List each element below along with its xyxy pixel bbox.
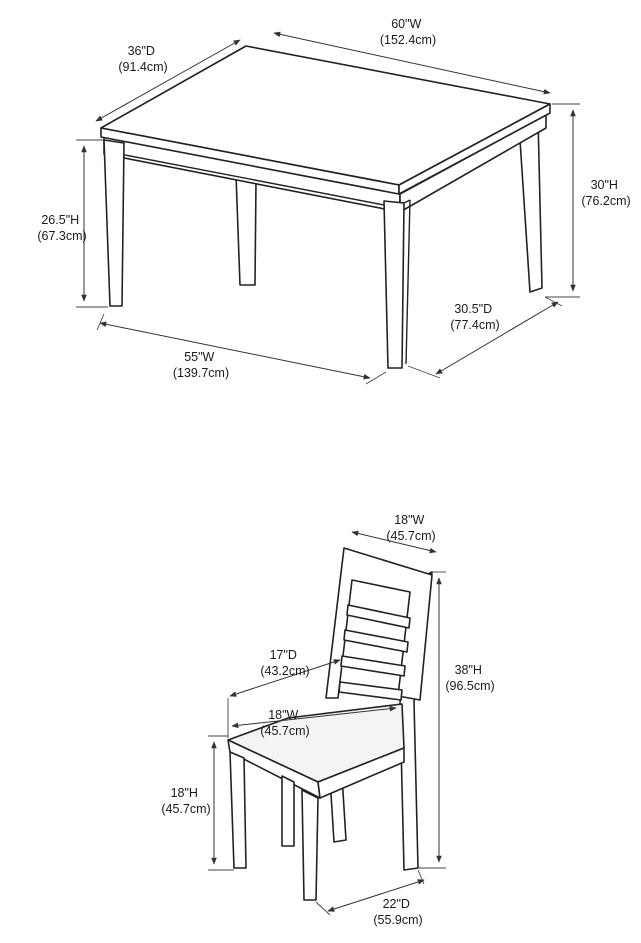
chair-front-left-leg xyxy=(229,751,247,869)
chair-seat-side-rail xyxy=(317,747,405,799)
table-leg-width-label: 55"W (139.7cm) xyxy=(173,350,229,380)
chair-back-width-dimension-line xyxy=(351,530,437,554)
table-height-label: 30"H (76.2cm) xyxy=(581,178,630,208)
chair-base-depth-dimension-line xyxy=(327,879,425,912)
table-leg-depth-dimension-line xyxy=(435,301,559,375)
table-front-right-leg xyxy=(383,200,405,369)
chair-seat-width-dimension-line xyxy=(231,705,397,729)
chair-drawing: 18"W (45.7cm) 38"H (96.5cm) 17"D (43.2cm… xyxy=(161,513,494,927)
chair-back-frame xyxy=(325,547,433,701)
table-depth-dimension-line xyxy=(95,39,241,122)
table-drawing: 60"W (152.4cm) 36"D (91.4cm) 30"H (76.2c… xyxy=(37,17,631,385)
chair-seat-height-label: 18"H (45.7cm) xyxy=(161,786,210,816)
chair-back-slat-4 xyxy=(338,681,403,701)
chair-height-label: 38"H (96.5cm) xyxy=(445,663,494,693)
table-leg-width-dimension-line xyxy=(99,321,371,380)
table-back-right-leg xyxy=(519,117,543,293)
chair-seat-depth-dimension-line xyxy=(229,659,341,697)
chair-base-depth-label: 22"D (55.9cm) xyxy=(373,897,422,927)
chair-back-slat-1 xyxy=(346,604,411,629)
table-apron-height-label: 26.5"H (67.3cm) xyxy=(37,213,86,243)
chair-rear-stretcher-leg xyxy=(281,775,295,847)
chair-seat-depth-label: 17"D (43.2cm) xyxy=(260,648,309,678)
table-front-left-leg xyxy=(103,139,125,307)
chair-back-slat-2 xyxy=(343,629,409,653)
table-top-side-edge xyxy=(398,103,551,195)
table-top-depth-label: 36"D (91.4cm) xyxy=(118,44,167,74)
chair-seat-width-label: 18"W (45.7cm) xyxy=(260,708,309,738)
chair-back-slat-3 xyxy=(340,655,406,677)
chair-front-right-leg xyxy=(301,789,319,901)
table-width-dimension-line xyxy=(273,31,551,95)
chair-back-width-label: 18"W (45.7cm) xyxy=(386,513,435,543)
table-leg-depth-label: 30.5"D (77.4cm) xyxy=(450,302,499,332)
table-back-left-leg xyxy=(235,174,257,286)
table-top-width-label: 60"W (152.4cm) xyxy=(380,17,436,47)
